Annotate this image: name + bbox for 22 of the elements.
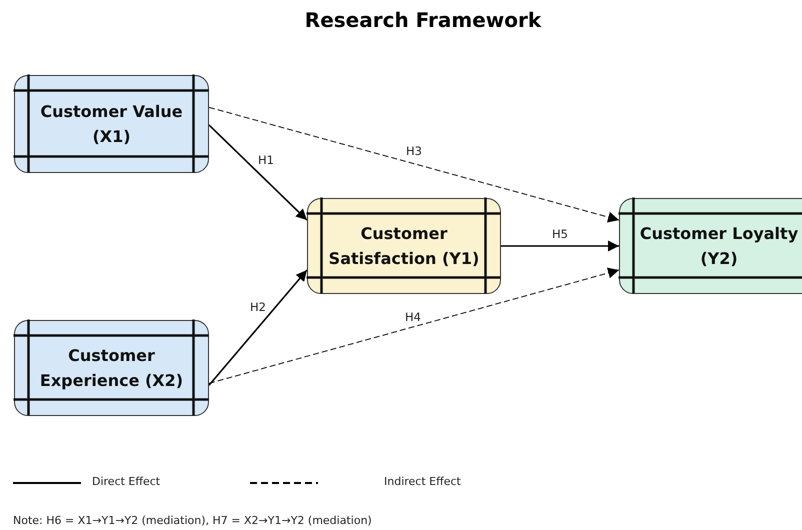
arrow <box>208 124 308 221</box>
process-box <box>14 320 209 416</box>
edge-label: H1 <box>257 154 275 167</box>
diagram-title: Research Framework <box>304 8 542 32</box>
legend-label: Direct Effect <box>92 475 160 488</box>
edge-label: H4 <box>404 311 422 324</box>
process-box <box>14 75 209 173</box>
box-label: Customer Experience (X2) <box>38 345 184 392</box>
edge-label: H5 <box>551 228 569 241</box>
process-box <box>619 198 802 294</box>
note-text: Note: H6 = X1→Y1→Y2 (mediation), H7 = X2→Y1→Y2 (mediation) <box>13 514 372 527</box>
box-label: Customer Satisfaction (Y1) <box>328 223 480 270</box>
legend-label: Indirect Effect <box>384 475 461 488</box>
arrow <box>208 106 620 222</box>
arrow <box>208 268 620 384</box>
arrow <box>501 240 619 252</box>
box-label: Customer Loyalty (Y2) <box>638 223 800 270</box>
arrow <box>208 269 308 386</box>
box-label: Customer Value (X1) <box>39 101 184 148</box>
edge-label: H3 <box>405 145 423 158</box>
process-box <box>307 198 501 294</box>
edge-label: H2 <box>249 301 267 314</box>
